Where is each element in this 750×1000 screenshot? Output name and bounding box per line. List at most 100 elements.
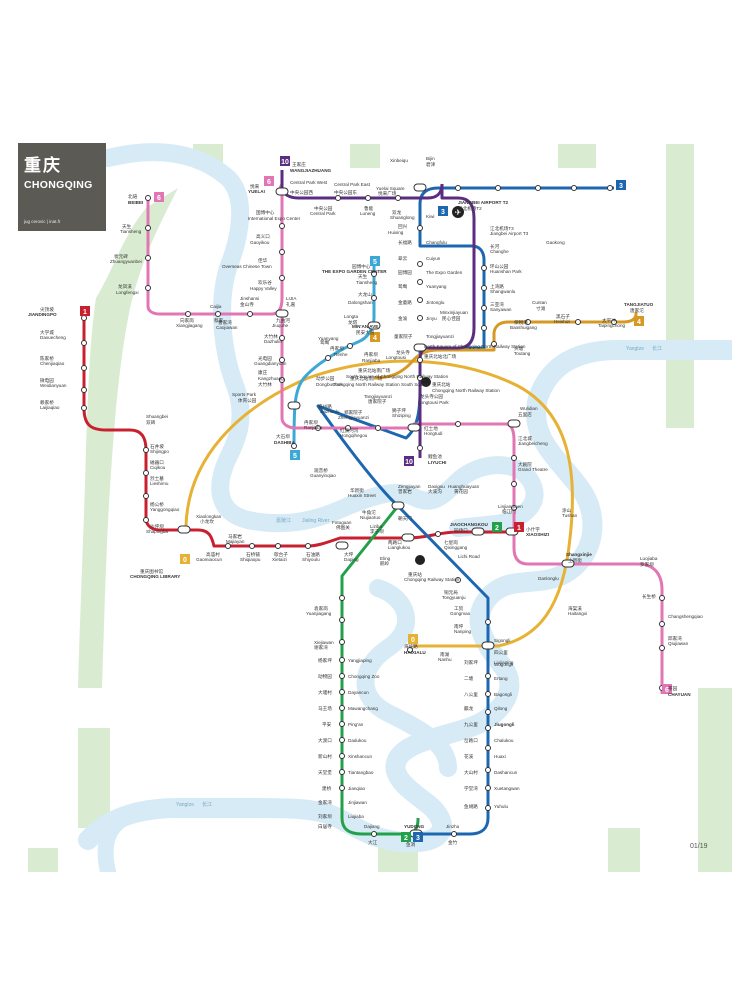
- station-marker[interactable]: [143, 517, 149, 523]
- station-interchange[interactable]: [507, 419, 521, 428]
- station-marker[interactable]: [339, 785, 345, 791]
- station-marker[interactable]: [145, 255, 151, 261]
- station-marker[interactable]: [305, 543, 311, 549]
- station-marker[interactable]: [575, 319, 581, 325]
- station-interchange[interactable]: [275, 309, 289, 318]
- station-marker[interactable]: [347, 343, 353, 349]
- station-marker[interactable]: [455, 185, 461, 191]
- station-marker[interactable]: [481, 265, 487, 271]
- station-marker[interactable]: [611, 319, 617, 325]
- station-marker[interactable]: [225, 543, 231, 549]
- station-marker[interactable]: [81, 340, 87, 346]
- station-interchange[interactable]: [275, 187, 289, 196]
- station-marker[interactable]: [417, 315, 423, 321]
- station-marker[interactable]: [339, 595, 345, 601]
- station-marker[interactable]: [485, 673, 491, 679]
- station-marker[interactable]: [485, 745, 491, 751]
- station-marker[interactable]: [407, 647, 413, 653]
- station-marker[interactable]: [481, 325, 487, 331]
- station-marker[interactable]: [279, 249, 285, 255]
- station-interchange[interactable]: [481, 641, 495, 650]
- station-marker[interactable]: [335, 195, 341, 201]
- station-marker[interactable]: [279, 357, 285, 363]
- station-marker[interactable]: [339, 753, 345, 759]
- station-marker[interactable]: [279, 275, 285, 281]
- station-marker[interactable]: [81, 365, 87, 371]
- station-marker[interactable]: [249, 543, 255, 549]
- station-marker[interactable]: [375, 425, 381, 431]
- station-marker[interactable]: [345, 425, 351, 431]
- station-marker[interactable]: [275, 543, 281, 549]
- station-marker[interactable]: [511, 505, 517, 511]
- station-marker[interactable]: [339, 721, 345, 727]
- station-interchange[interactable]: [367, 321, 381, 330]
- station-marker[interactable]: [659, 645, 665, 651]
- station-marker[interactable]: [371, 271, 377, 277]
- station-interchange[interactable]: [471, 527, 485, 536]
- station-interchange[interactable]: [407, 423, 421, 432]
- station-marker[interactable]: [145, 285, 151, 291]
- station-marker[interactable]: [417, 261, 423, 267]
- station-marker[interactable]: [485, 691, 491, 697]
- station-marker[interactable]: [339, 639, 345, 645]
- station-marker[interactable]: [185, 311, 191, 317]
- station-marker[interactable]: [485, 725, 491, 731]
- station-marker[interactable]: [417, 225, 423, 231]
- station-marker[interactable]: [485, 619, 491, 625]
- station-marker[interactable]: [315, 425, 321, 431]
- station-marker[interactable]: [339, 673, 345, 679]
- station-interchange[interactable]: [413, 183, 427, 192]
- station-marker[interactable]: [325, 355, 331, 361]
- station-marker[interactable]: [417, 357, 423, 363]
- station-marker[interactable]: [143, 493, 149, 499]
- station-marker[interactable]: [339, 689, 345, 695]
- station-marker[interactable]: [81, 387, 87, 393]
- station-marker[interactable]: [659, 595, 665, 601]
- station-marker[interactable]: [535, 185, 541, 191]
- station-interchange[interactable]: [401, 533, 415, 542]
- station-marker[interactable]: [371, 295, 377, 301]
- station-marker[interactable]: [339, 657, 345, 663]
- station-marker[interactable]: [417, 375, 423, 381]
- station-marker[interactable]: [279, 223, 285, 229]
- station-interchange[interactable]: [287, 401, 301, 410]
- station-interchange[interactable]: [177, 525, 191, 534]
- station-marker[interactable]: [339, 617, 345, 623]
- station-marker[interactable]: [143, 447, 149, 453]
- station-marker[interactable]: [215, 311, 221, 317]
- station-marker[interactable]: [145, 195, 151, 201]
- station-marker[interactable]: [417, 279, 423, 285]
- station-marker[interactable]: [143, 470, 149, 476]
- station-marker[interactable]: [485, 785, 491, 791]
- station-marker[interactable]: [511, 481, 517, 487]
- station-marker[interactable]: [365, 195, 371, 201]
- station-marker[interactable]: [81, 405, 87, 411]
- station-marker[interactable]: [511, 455, 517, 461]
- station-interchange[interactable]: [413, 343, 427, 352]
- station-marker[interactable]: [495, 185, 501, 191]
- station-marker[interactable]: [571, 185, 577, 191]
- station-marker[interactable]: [485, 767, 491, 773]
- station-marker[interactable]: [291, 443, 297, 449]
- station-marker[interactable]: [145, 225, 151, 231]
- station-marker[interactable]: [491, 341, 497, 347]
- station-marker[interactable]: [435, 531, 441, 537]
- station-marker[interactable]: [451, 831, 457, 837]
- station-marker[interactable]: [279, 377, 285, 383]
- station-marker[interactable]: [485, 709, 491, 715]
- station-interchange[interactable]: [561, 559, 575, 568]
- station-marker[interactable]: [481, 285, 487, 291]
- station-marker[interactable]: [371, 831, 377, 837]
- station-marker[interactable]: [525, 319, 531, 325]
- station-marker[interactable]: [81, 315, 87, 321]
- station-marker[interactable]: [481, 305, 487, 311]
- station-interchange[interactable]: [391, 501, 405, 510]
- station-marker[interactable]: [279, 335, 285, 341]
- station-interchange[interactable]: [335, 541, 349, 550]
- station-marker[interactable]: [339, 769, 345, 775]
- station-marker[interactable]: [417, 297, 423, 303]
- station-marker[interactable]: [417, 445, 423, 451]
- station-marker[interactable]: [247, 311, 253, 317]
- station-marker[interactable]: [607, 185, 613, 191]
- station-marker[interactable]: [339, 705, 345, 711]
